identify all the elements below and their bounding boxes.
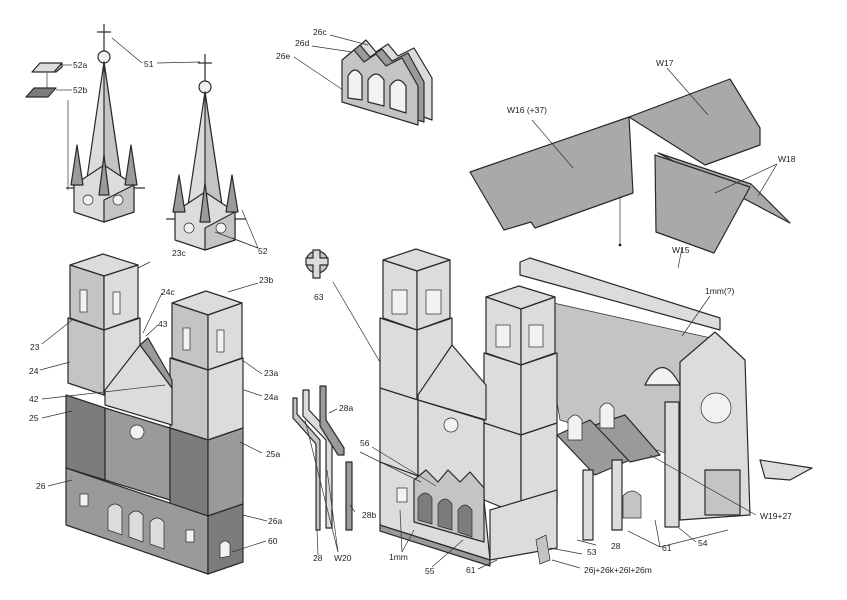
part-28b [345, 461, 353, 531]
label-51: 51 [144, 59, 154, 69]
label-26c: 26c [313, 27, 327, 37]
part-52a [31, 62, 63, 73]
label-55: 55 [425, 566, 435, 576]
label-26d: 26d [295, 38, 309, 48]
label-1mm: 1mm [389, 552, 408, 562]
label-28-body: 28 [611, 541, 621, 551]
label-25: 25 [29, 413, 39, 423]
label-28a: 28a [339, 403, 353, 413]
label-25a: 25a [266, 449, 280, 459]
label-56: 56 [360, 438, 370, 448]
church-body [379, 248, 813, 567]
label-43: 43 [158, 319, 168, 329]
portal-frame [341, 39, 433, 126]
labels: 52a 52b 51 52 26c 26d 26e W16 (+37) W17 … [29, 27, 796, 576]
part-63 [305, 249, 329, 279]
label-w19-27: W19+27 [760, 511, 792, 521]
spire-right [166, 54, 246, 251]
label-1mm-question: 1mm(?) [705, 286, 734, 296]
facade-assembly [65, 253, 244, 575]
label-23c: 23c [172, 248, 186, 258]
label-54: 54 [698, 538, 708, 548]
label-23b: 23b [259, 275, 273, 285]
label-24: 24 [29, 366, 39, 376]
label-23a: 23a [264, 368, 278, 378]
label-26j-26m: 26j+26k+26l+26m [584, 565, 652, 575]
label-60: 60 [268, 536, 278, 546]
label-w16: W16 (+37) [507, 105, 547, 115]
roof-panel-w16 [469, 116, 634, 231]
label-28-small: 28 [313, 553, 323, 563]
label-61-side: 61 [662, 543, 672, 553]
roof-panel-w18 [654, 152, 791, 254]
label-26a: 26a [268, 516, 282, 526]
label-w20: W20 [334, 553, 352, 563]
label-w18: W18 [778, 154, 796, 164]
label-53: 53 [587, 547, 597, 557]
spire-left [66, 24, 145, 223]
label-26e: 26e [276, 51, 290, 61]
label-24c: 24c [161, 287, 175, 297]
label-61-front: 61 [466, 565, 476, 575]
label-52b: 52b [73, 85, 87, 95]
label-w15: W15 [672, 245, 690, 255]
label-24a: 24a [264, 392, 278, 402]
label-52: 52 [258, 246, 268, 256]
part-28a [319, 385, 345, 456]
label-42: 42 [29, 394, 39, 404]
part-52b [25, 87, 57, 98]
label-23: 23 [30, 342, 40, 352]
label-26: 26 [36, 481, 46, 491]
label-63: 63 [314, 292, 324, 302]
label-w17: W17 [656, 58, 674, 68]
label-52a: 52a [73, 60, 87, 70]
roof-panel-w17 [628, 78, 761, 166]
label-28b: 28b [362, 510, 376, 520]
